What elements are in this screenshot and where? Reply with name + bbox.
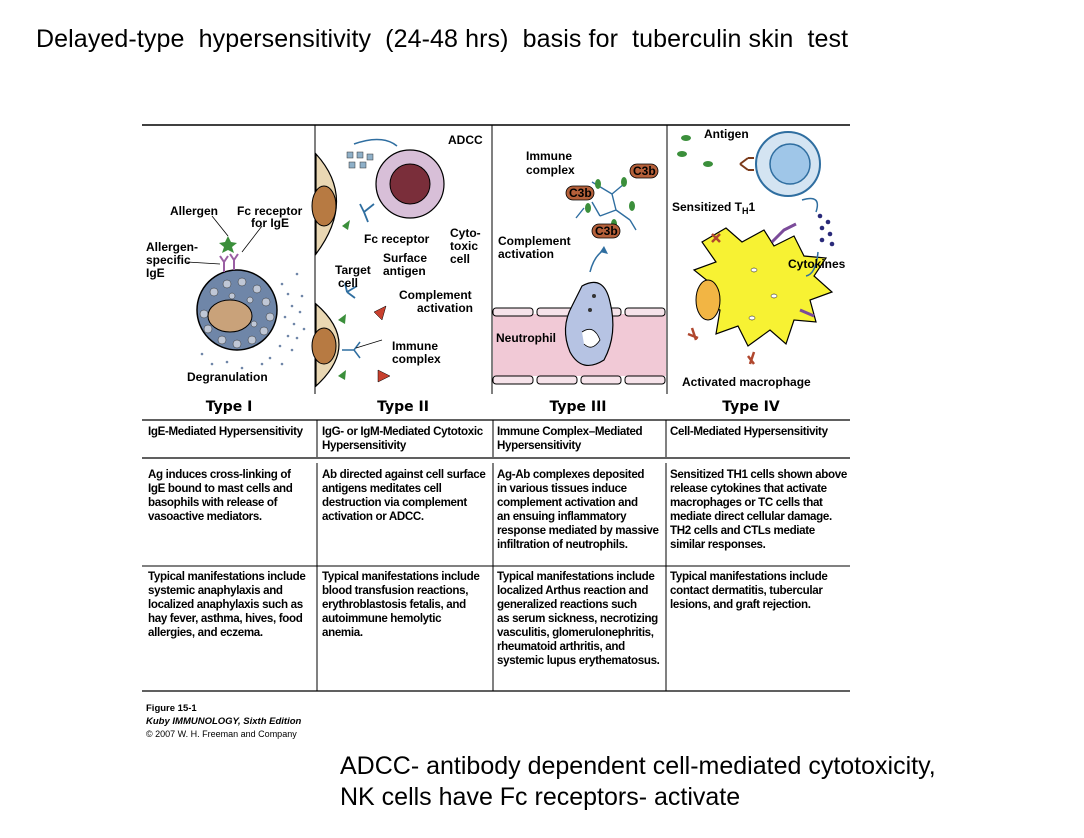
figure-number: Figure 15-1 — [146, 703, 197, 714]
complement-triangle-1 — [373, 305, 387, 321]
type4-header: Type IV — [722, 399, 780, 415]
adcc-note-line-2: NK cells have Fc receptors- activate — [340, 783, 741, 811]
adcc-note: ADCC- antibody dependent cell-mediated c… — [340, 751, 936, 813]
type2-mechanism: Ab directed against cell surface antigen… — [322, 468, 486, 523]
type2-manifestations: Typical manifestations include blood tra… — [322, 570, 480, 639]
target-cell-label-1: Target — [335, 263, 371, 277]
adcc-note-line-1: ADCC- antibody dependent cell-mediated c… — [340, 752, 936, 780]
cytokine-dots — [817, 213, 835, 247]
fc-receptor-ige-label-1: Fc receptor — [237, 204, 303, 218]
th1-cell — [755, 131, 821, 197]
type4-illustration: Antigen Sensitized TH1 Cytokines Activat… — [672, 127, 846, 389]
mast-cell — [196, 269, 278, 351]
illustration-panel: Allergen Fc receptor for IgE Allergen- s… — [142, 124, 850, 692]
antigen-label: Antigen — [704, 127, 749, 141]
target-cell-label-2: cell — [338, 276, 358, 290]
type1-manifestations: Typical manifestations include systemic … — [148, 570, 306, 639]
type2-fc-receptor-label: Fc receptor — [364, 232, 430, 246]
allergen-specific-label-2: specific — [146, 253, 191, 267]
granules — [346, 151, 374, 169]
type2-illustration: ADCC Fc receptor Cyto- toxic cell Surfac… — [311, 133, 483, 388]
figure-copyright: © 2007 W. H. Freeman and Company — [146, 729, 297, 739]
type3-mechanism: Ag-Ab complexes deposited in various tis… — [497, 468, 659, 551]
allergen-icon — [219, 236, 237, 253]
type1-mechanism: Ag induces cross-linking of IgE bound to… — [148, 468, 293, 523]
sensitized-th1-label: Sensitized TH1 — [672, 200, 756, 216]
type2-complement-label-1: Complement — [399, 288, 472, 302]
allergen-specific-label-3: IgE — [146, 266, 165, 280]
cytotoxic-cell — [375, 149, 445, 219]
c3b-badges: C3b C3b C3b — [565, 163, 659, 239]
c3b-label-1: C3b — [633, 164, 656, 178]
type3-header: Type III — [549, 399, 607, 415]
cytotoxic-label-2: toxic — [450, 239, 478, 253]
ige-receptor — [219, 253, 239, 272]
type3-illustration: C3b C3b C3b Immune complex Complement ac… — [492, 149, 666, 385]
neutrophil-label: Neutrophil — [496, 331, 556, 345]
type3-immune-complex-label-1: Immune — [526, 149, 572, 163]
type2-complement-label-2: activation — [417, 301, 473, 315]
type1-illustration: Allergen Fc receptor for IgE Allergen- s… — [146, 204, 306, 384]
c3b-label-2: C3b — [569, 186, 592, 200]
figure-source: Kuby IMMUNOLOGY, Sixth Edition — [146, 716, 302, 727]
type2-header: Type II — [377, 399, 429, 415]
type4-manifestations: Typical manifestations include contact d… — [670, 570, 828, 611]
type4-heading: Cell-Mediated Hypersensitivity — [670, 425, 828, 438]
degranulation-label: Degranulation — [187, 370, 268, 384]
hypersensitivity-figure: Allergen Fc receptor for IgE Allergen- s… — [142, 124, 850, 694]
type2-immune-complex-label-2: complex — [392, 352, 441, 366]
antibody-fc — [344, 203, 375, 299]
type1-heading: IgE-Mediated Hypersensitivity — [148, 425, 303, 438]
immune-complex-network — [575, 181, 637, 231]
degranulation-dots — [200, 272, 306, 370]
antigen-icon — [677, 135, 713, 167]
cytotoxic-label-3: cell — [450, 252, 470, 266]
type2-heading: IgG- or IgM-Mediated Cytotoxic Hypersens… — [322, 425, 483, 452]
cytotoxic-label-1: Cyto- — [450, 226, 481, 240]
type3-heading: Immune Complex–Mediated Hypersensitivity — [497, 425, 643, 452]
type3-complement-label-1: Complement — [498, 234, 571, 248]
neutrophil-cell — [564, 281, 614, 367]
type1-header: Type I — [205, 399, 253, 415]
cytokines-label: Cytokines — [788, 257, 846, 271]
type3-manifestations: Typical manifestations include localized… — [497, 570, 660, 667]
fc-receptor-ige-label-2: for IgE — [251, 216, 289, 230]
slide-title: Delayed-type hypersensitivity (24-48 hrs… — [36, 25, 849, 53]
c3b-label-3: C3b — [595, 224, 618, 238]
figure-caption: Figure 15-1 Kuby IMMUNOLOGY, Sixth Editi… — [146, 702, 301, 741]
surface-antigen-label-2: antigen — [383, 264, 426, 278]
type3-immune-complex-label-2: complex — [526, 163, 575, 177]
allergen-label: Allergen — [170, 204, 218, 218]
type2-immune-complex-label-1: Immune — [392, 339, 438, 353]
activated-macrophage-label: Activated macrophage — [682, 375, 811, 389]
adcc-label: ADCC — [448, 133, 483, 147]
surface-antigen-label-1: Surface — [383, 251, 427, 265]
allergen-specific-label-1: Allergen- — [146, 240, 198, 254]
type4-mechanism: Sensitized TH1 cells shown above release… — [670, 468, 847, 551]
type3-complement-label-2: activation — [498, 247, 554, 261]
complement-triangle-2 — [377, 369, 391, 383]
